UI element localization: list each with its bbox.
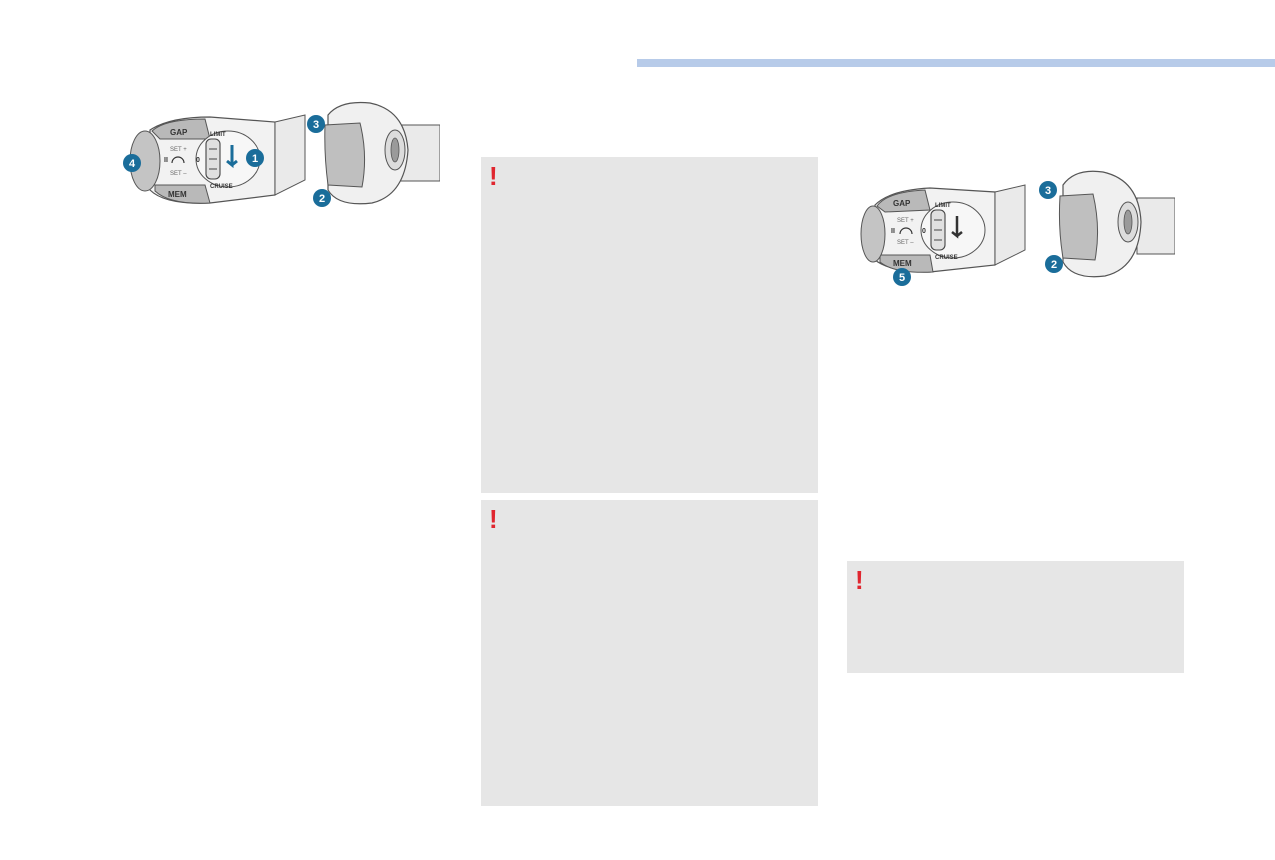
limit-label: LIMIT [935,203,951,209]
mem-label: MEM [893,259,912,268]
svg-text:3: 3 [1045,185,1051,197]
svg-text:3: 3 [313,119,319,131]
section-header-band [637,59,1275,67]
cruise-label: CRUISE [210,184,233,190]
speedometer-icon [899,227,913,235]
down-arrow-icon [226,145,238,169]
set-minus-label: SET – [897,240,914,246]
limit-label: LIMIT [210,132,226,138]
set-minus-label: SET – [170,171,187,177]
set-plus-label: SET + [897,218,914,224]
pause-label: II [164,157,168,164]
svg-text:5: 5 [899,272,905,284]
callout-2: 2 [313,189,331,207]
callout-3: 3 [1039,181,1057,199]
gap-label: GAP [170,128,188,137]
set-plus-label: SET + [170,147,187,153]
zero-label: 0 [196,157,200,164]
svg-text:2: 2 [1051,259,1057,271]
callout-2: 2 [1045,255,1063,273]
callout-1: 1 [246,149,264,167]
down-arrow-icon [951,216,963,239]
warning-note-box: ! [847,561,1184,673]
svg-text:2: 2 [319,193,325,205]
callout-3: 3 [307,115,325,133]
zero-label: 0 [922,228,926,235]
gap-label: GAP [893,199,911,208]
warning-note-box: ! [481,157,818,493]
pause-label: II [891,228,895,235]
stalk-drawing-2: GAP MEM SET + II SET – 0 LIMIT CRUISE 2 … [860,170,1176,286]
cruise-control-stalk-mem-illustration: GAP MEM SET + II SET – 0 LIMIT CRUISE 2 … [845,160,1176,295]
stalk-drawing: GAP MEM SET + II SET – 0 LIMIT CRUISE [123,101,441,207]
callout-5: 5 [893,268,911,286]
cruise-label: CRUISE [935,255,958,261]
mem-label: MEM [168,190,187,199]
warning-icon: ! [855,565,864,595]
warning-icon: ! [489,504,498,534]
callout-4: 4 [123,154,141,172]
warning-icon: ! [489,161,498,191]
svg-text:4: 4 [129,158,136,170]
speedometer-icon [171,156,185,164]
warning-note-box: ! [481,500,818,806]
svg-text:1: 1 [252,153,258,165]
cruise-control-stalk-illustration: GAP MEM SET + II SET – 0 LIMIT CRUISE [110,95,441,225]
